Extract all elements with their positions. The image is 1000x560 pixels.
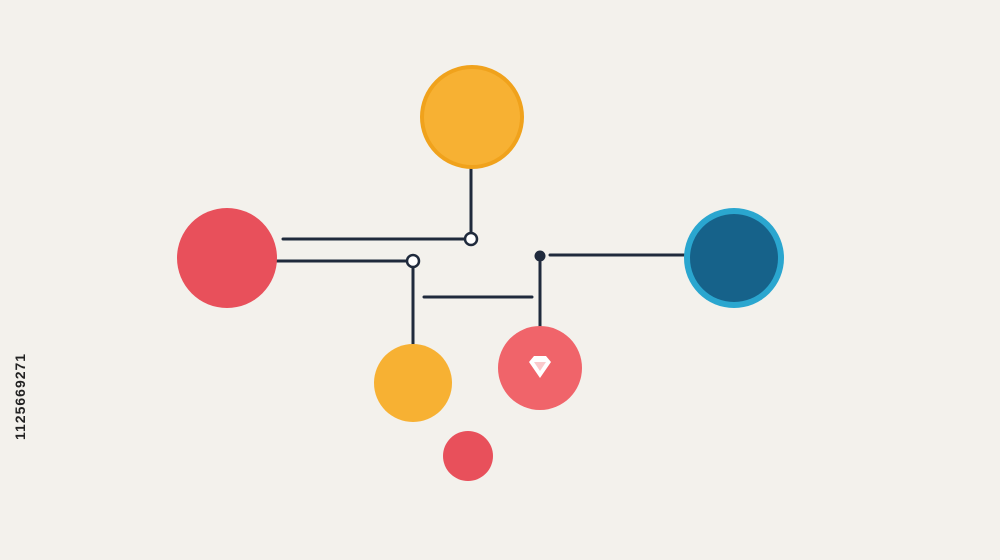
right-teal-node (684, 208, 784, 308)
coral-gem-node (498, 326, 582, 410)
small-red-node (443, 431, 493, 481)
junction-dot-lower (405, 253, 421, 269)
stock-id-watermark: 1125669271 (12, 352, 28, 440)
bottom-yellow-node (374, 344, 452, 422)
junction-dot-upper (463, 231, 479, 247)
connector-lines (275, 160, 688, 347)
top-yellow-node (420, 65, 524, 169)
diagram-nodes (177, 65, 784, 481)
junction-dot-right (534, 250, 546, 262)
gem-icon (529, 356, 551, 378)
left-red-node (177, 208, 277, 308)
